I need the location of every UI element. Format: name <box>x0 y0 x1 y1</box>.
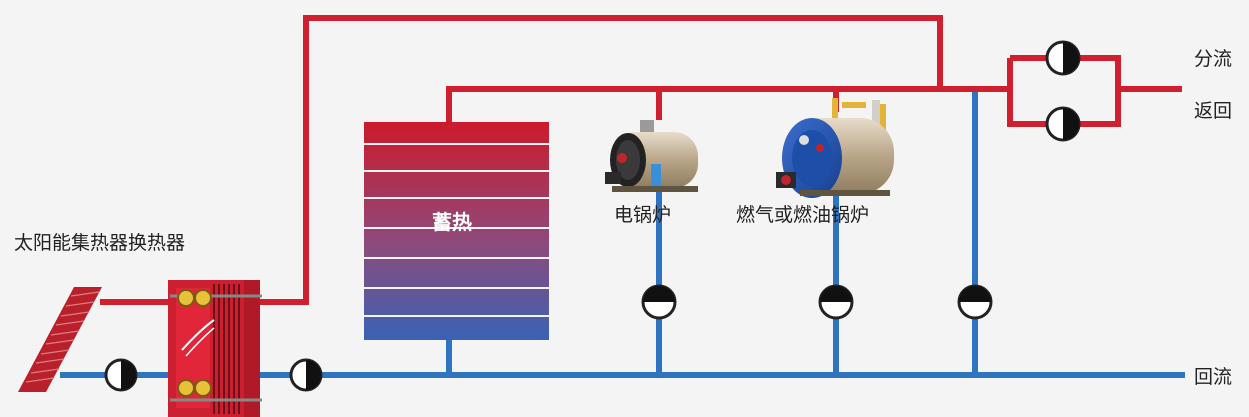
pump-icon <box>1045 40 1081 76</box>
solar-panel-icon <box>18 287 102 392</box>
electric-boiler-icon <box>605 120 698 192</box>
pump-icon <box>104 358 138 392</box>
main-return-label: 回流 <box>1194 366 1233 388</box>
storage-tank <box>364 122 549 340</box>
bypass-loop <box>1007 55 1121 127</box>
return-branch-label: 返回 <box>1194 100 1233 122</box>
gas-oil-boiler-label: 燃气或燃油锅炉 <box>736 204 870 226</box>
pump-icon <box>957 284 993 320</box>
solar-collector-exchanger-label: 太阳能集热器换热器 <box>14 232 186 254</box>
supply-branch-label: 分流 <box>1194 48 1233 70</box>
pump-icon <box>1045 106 1081 142</box>
plate-heat-exchanger-icon <box>168 280 262 417</box>
pump-icon <box>289 358 323 392</box>
electric-boiler-label: 电锅炉 <box>614 204 672 226</box>
pump-icon <box>818 284 854 320</box>
gas-boiler-icon <box>776 98 894 198</box>
pump-icon <box>641 284 677 320</box>
storage-tank-label: 蓄热 <box>432 210 472 234</box>
header-line <box>446 86 1010 125</box>
